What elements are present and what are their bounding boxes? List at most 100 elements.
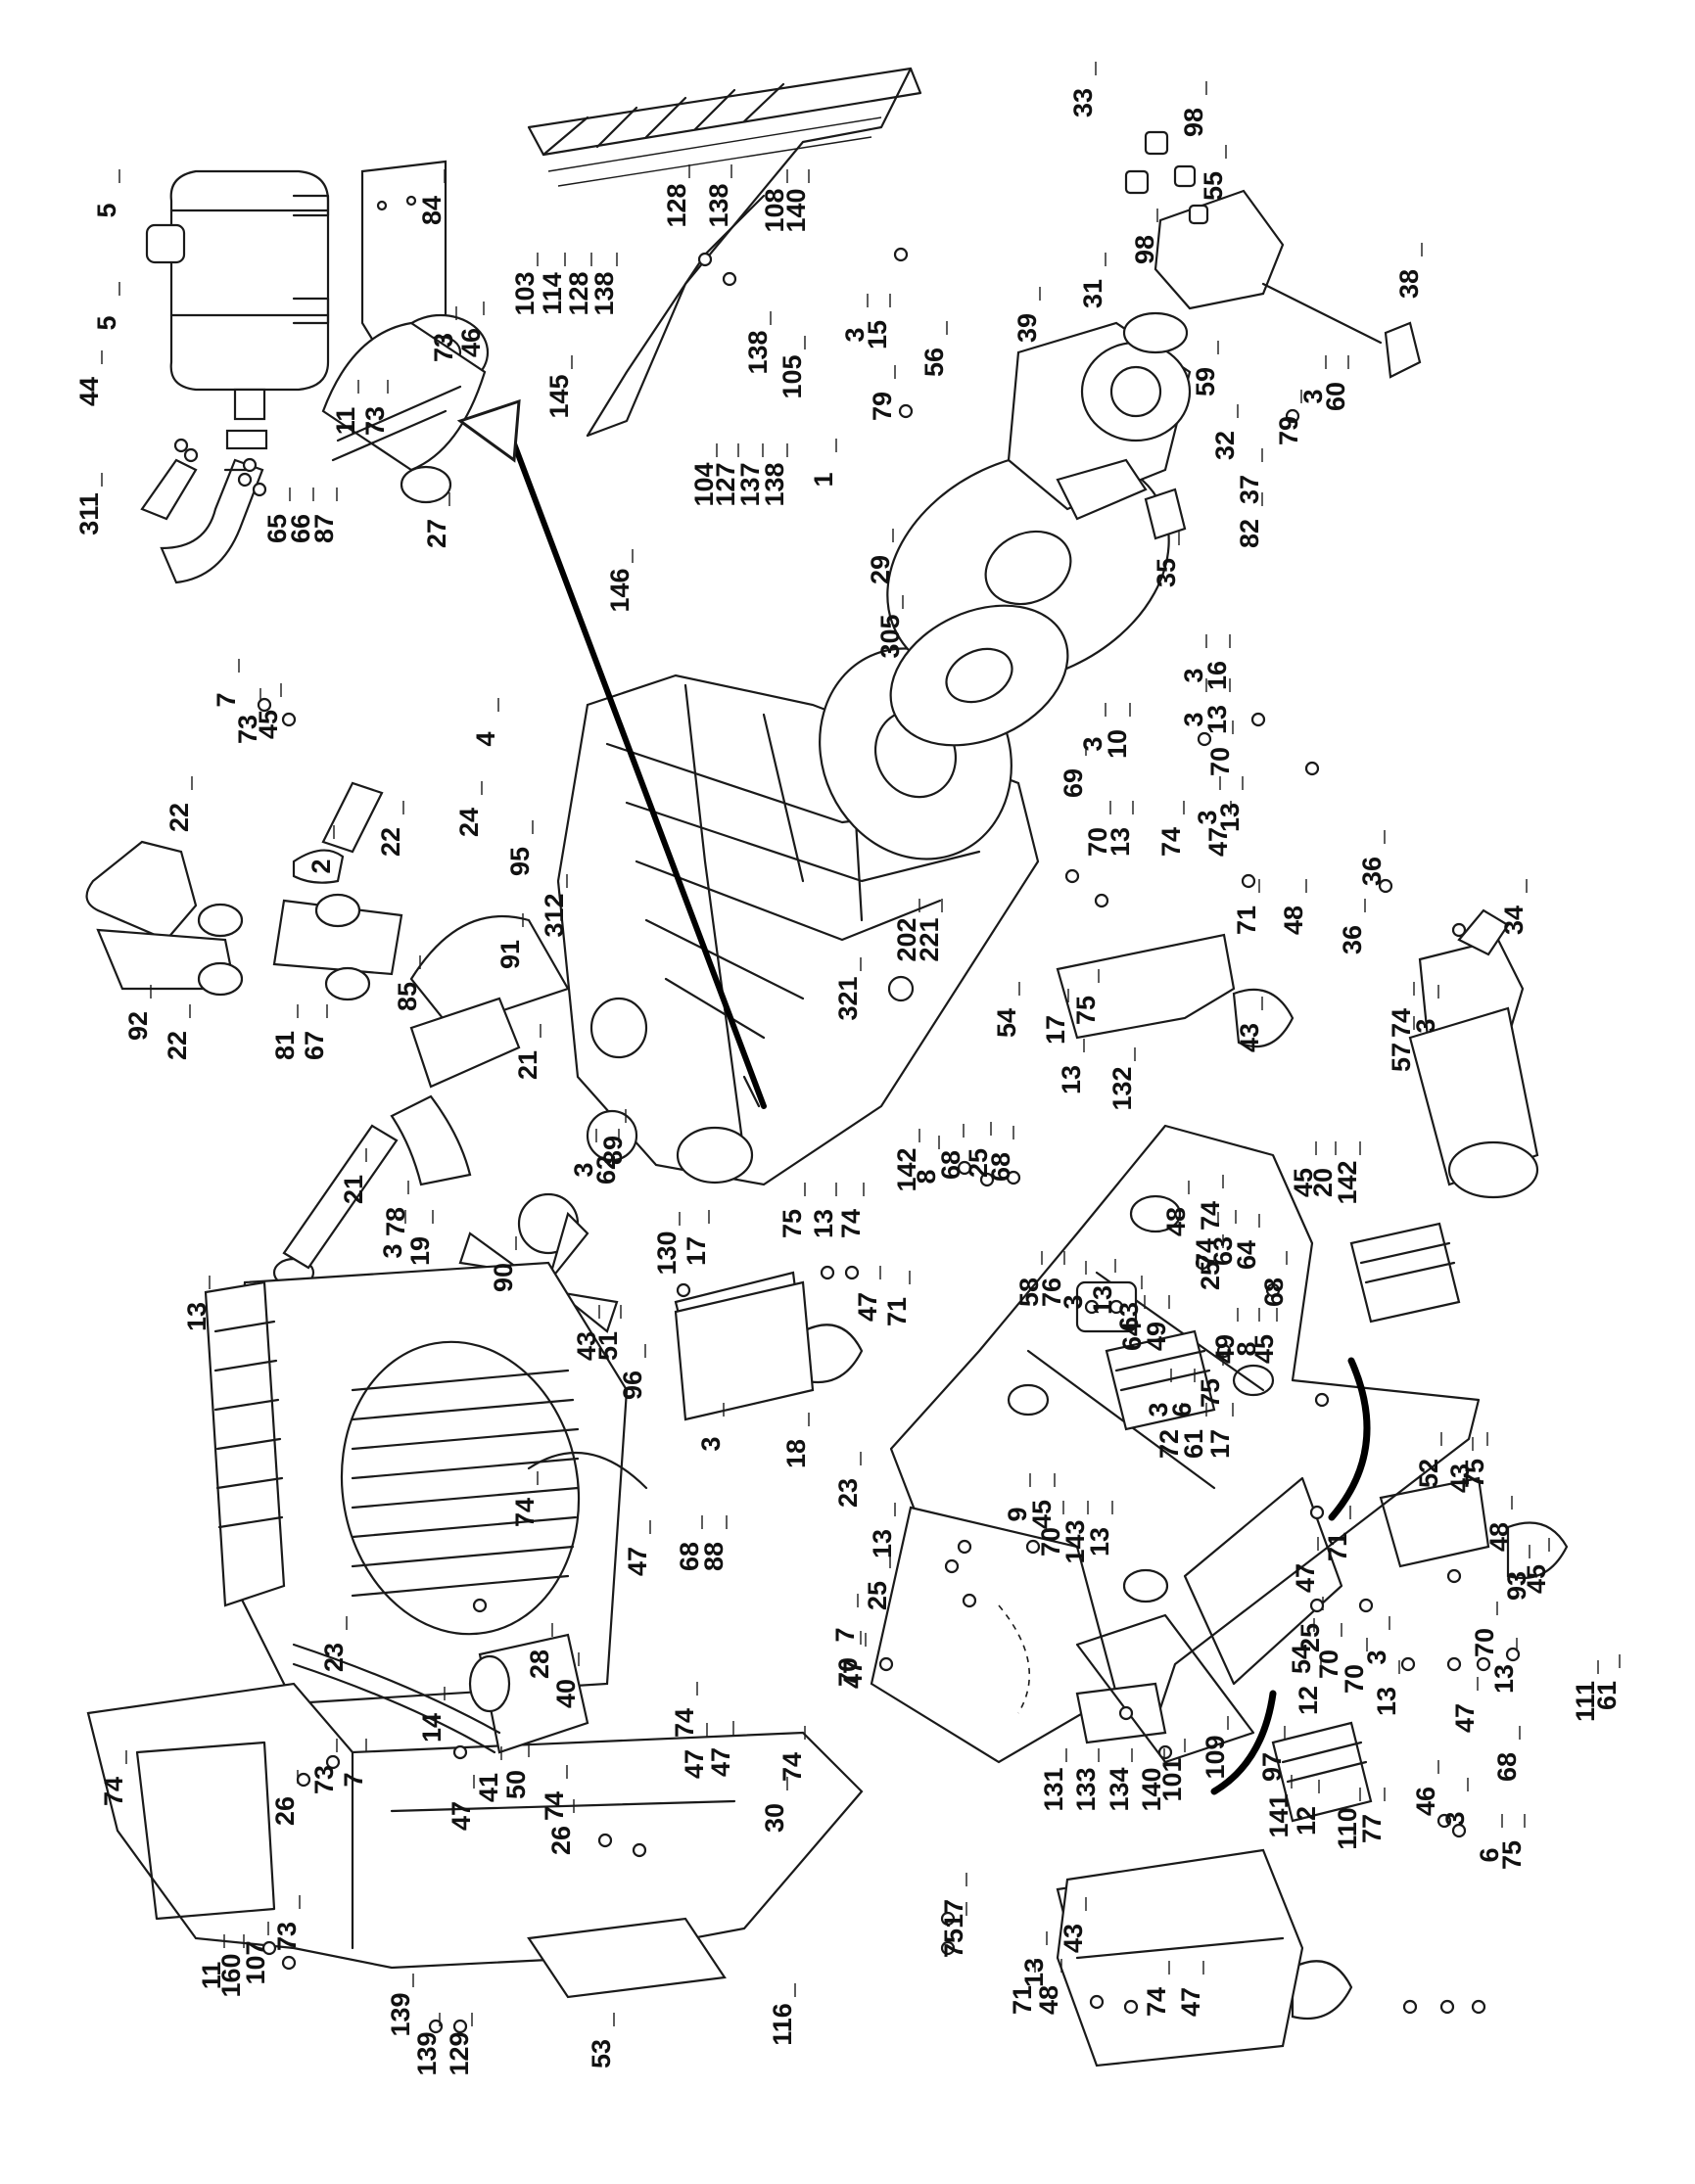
chassis-frame-rail — [527, 67, 922, 438]
fastener — [1195, 1255, 1210, 1271]
part-callout: 13 — [809, 1209, 838, 1238]
part-callout: 139 — [412, 2031, 442, 2075]
fastener — [242, 457, 258, 473]
part-callout: 67 — [300, 1031, 329, 1060]
part-callout: 145 — [544, 374, 574, 418]
part-callout: 92 — [123, 1011, 153, 1041]
part-callout: 321 — [833, 976, 863, 1020]
part-callout: 21 — [339, 1175, 368, 1204]
fastener — [820, 1265, 835, 1280]
part-callout: 62 — [591, 1155, 621, 1185]
part-callout: 66 — [286, 514, 315, 543]
part-callout: 22 — [376, 827, 405, 857]
part-callout: 6 — [1475, 1847, 1504, 1862]
part-callout: 59 — [1191, 367, 1220, 396]
part-callout: 98 — [1179, 108, 1208, 137]
part-callout: 137 — [735, 462, 765, 506]
part-callout: 74 — [99, 1777, 128, 1806]
part-callout: 130 — [652, 1231, 682, 1275]
part-callout: 48 — [1279, 906, 1308, 935]
part-callout: 127 — [711, 462, 740, 506]
part-callout: 138 — [743, 330, 773, 374]
assembly-arrow — [456, 398, 767, 1109]
part-callout: 71 — [1008, 1985, 1037, 2015]
part-callout: 77 — [1357, 1814, 1387, 1843]
part-callout: 29 — [866, 555, 895, 584]
part-callout: 107 — [241, 1940, 270, 1984]
fastener — [1402, 1999, 1418, 2015]
fastener — [1285, 408, 1300, 424]
part-callout: 27 — [422, 519, 451, 548]
part-callout: 142 — [1333, 1160, 1362, 1204]
part-callout: 71 — [882, 1297, 912, 1326]
part-callout: 23 — [833, 1478, 863, 1508]
part-callout: 70 — [1083, 827, 1112, 857]
part-callout: 48 — [1484, 1522, 1514, 1552]
part-callout: 3 — [1411, 1018, 1440, 1033]
fastener — [472, 1598, 488, 1613]
fastener — [1064, 868, 1080, 884]
fastener — [173, 438, 189, 453]
fastener — [325, 1754, 341, 1770]
part-callout: 22 — [163, 1031, 192, 1060]
part-callout: 133 — [1071, 1767, 1101, 1811]
part-callout: 47 — [623, 1547, 652, 1576]
part-callout: 90 — [489, 1263, 518, 1292]
part-callout: 13 — [1019, 1958, 1049, 1987]
part-callout: 17 — [939, 1899, 968, 1928]
part-callout: 74 — [1191, 1238, 1220, 1268]
fastener — [1446, 1656, 1462, 1672]
part-callout: 138 — [704, 183, 733, 227]
part-callout: 43 — [572, 1331, 601, 1361]
part-callout: 68 — [675, 1542, 704, 1571]
air-cleaner — [321, 313, 490, 504]
part-callout: 72 — [1154, 1429, 1184, 1459]
part-callout: 47 — [680, 1749, 709, 1779]
part-callout: 12 — [1294, 1686, 1323, 1715]
fastener — [281, 712, 297, 727]
part-callout: 85 — [393, 982, 422, 1011]
part-callout: 39 — [1012, 313, 1042, 343]
part-callout: 58 — [1014, 1278, 1044, 1307]
fastener — [1157, 1744, 1173, 1760]
part-callout: 311 — [74, 492, 104, 535]
part-callout: 56 — [919, 348, 949, 377]
part-callout: 68 — [1492, 1752, 1522, 1782]
part-callout: 74 — [1387, 1008, 1416, 1038]
part-callout: 51 — [593, 1331, 623, 1361]
part-callout: 33 — [1068, 88, 1098, 117]
part-callout: 109 — [1201, 1735, 1230, 1779]
part-callout: 76 — [1037, 1278, 1066, 1307]
fastener — [676, 1282, 691, 1298]
fastener — [237, 472, 253, 488]
part-callout: 22 — [165, 803, 194, 832]
fastener — [957, 1539, 972, 1555]
part-callout: 34 — [1499, 906, 1529, 935]
part-callout: 78 — [381, 1207, 410, 1236]
part-callout: 8 — [1232, 1341, 1261, 1356]
part-callout: 13 — [1088, 1285, 1117, 1315]
part-callout: 25 — [964, 1148, 993, 1178]
fastener — [1025, 1539, 1041, 1555]
part-callout: 128 — [564, 271, 593, 315]
hydraulic-fittings — [1124, 130, 1209, 225]
part-callout: 19 — [405, 1236, 435, 1266]
part-callout: 46 — [456, 328, 486, 357]
vibration-brackets — [1105, 1222, 1461, 1823]
part-callout: 5 — [92, 315, 121, 330]
fastener — [1309, 1505, 1325, 1520]
part-callout: 105 — [777, 354, 807, 398]
part-callout: 3 — [1440, 1811, 1470, 1826]
hydraulic-pump — [1007, 189, 1422, 540]
part-callout: 14 — [417, 1713, 447, 1743]
fastener — [1123, 1999, 1139, 2015]
part-callout: 221 — [915, 917, 944, 961]
part-callout: 13 — [868, 1529, 897, 1558]
part-callout: 47 — [1291, 1563, 1320, 1593]
part-callout: 28 — [525, 1650, 554, 1679]
battery-tray — [870, 1506, 1167, 1764]
part-callout: 57 — [1387, 1043, 1416, 1072]
part-callout: 74 — [836, 1209, 866, 1238]
part-callout: 75 — [939, 1928, 968, 1958]
